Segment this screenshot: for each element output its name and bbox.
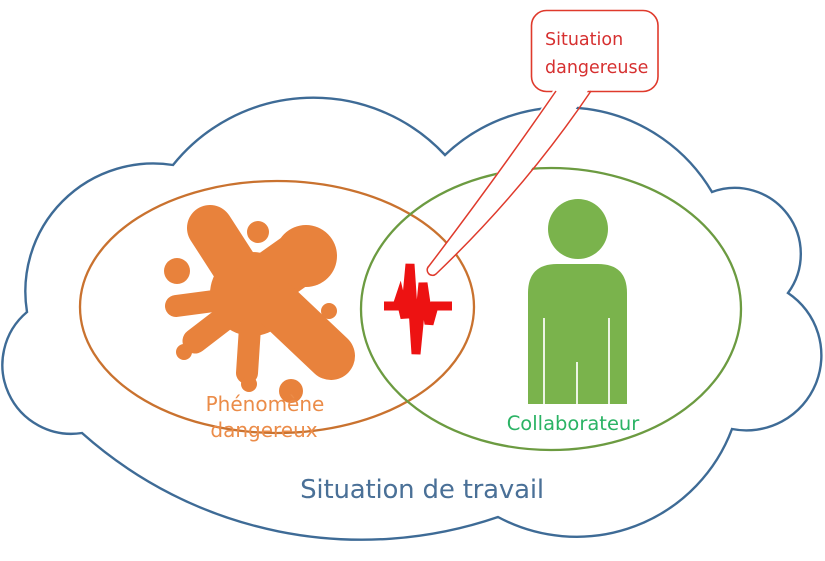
callout-tail-outline [426,90,592,277]
collaborator-label: Collaborateur [507,412,641,435]
callout-bubble [530,9,659,93]
hazard-ellipse [78,179,476,435]
work-situation-label: Situation de travail [300,475,544,505]
worker-head [548,199,608,259]
splat-dot [247,221,269,243]
callout-line-2: dangereuse [545,58,648,78]
splat-dot [164,258,190,284]
splat-dot [241,376,257,392]
hazard-label-line-1: Phénomène [206,392,325,416]
hazard-splat-icon [164,205,355,403]
splat-dot [279,379,303,403]
worker-limb-lines [543,318,610,404]
splat-dot [321,303,337,319]
hazard-label-line-2: dangereux [210,418,317,442]
callout-tail [427,86,591,276]
heartbeat-icon [384,263,452,355]
worker-body [528,264,627,404]
splat-dot [176,344,192,360]
worker-icon [528,199,627,404]
collaborator-ellipse [359,166,743,452]
callout-line-1: Situation [545,30,623,50]
